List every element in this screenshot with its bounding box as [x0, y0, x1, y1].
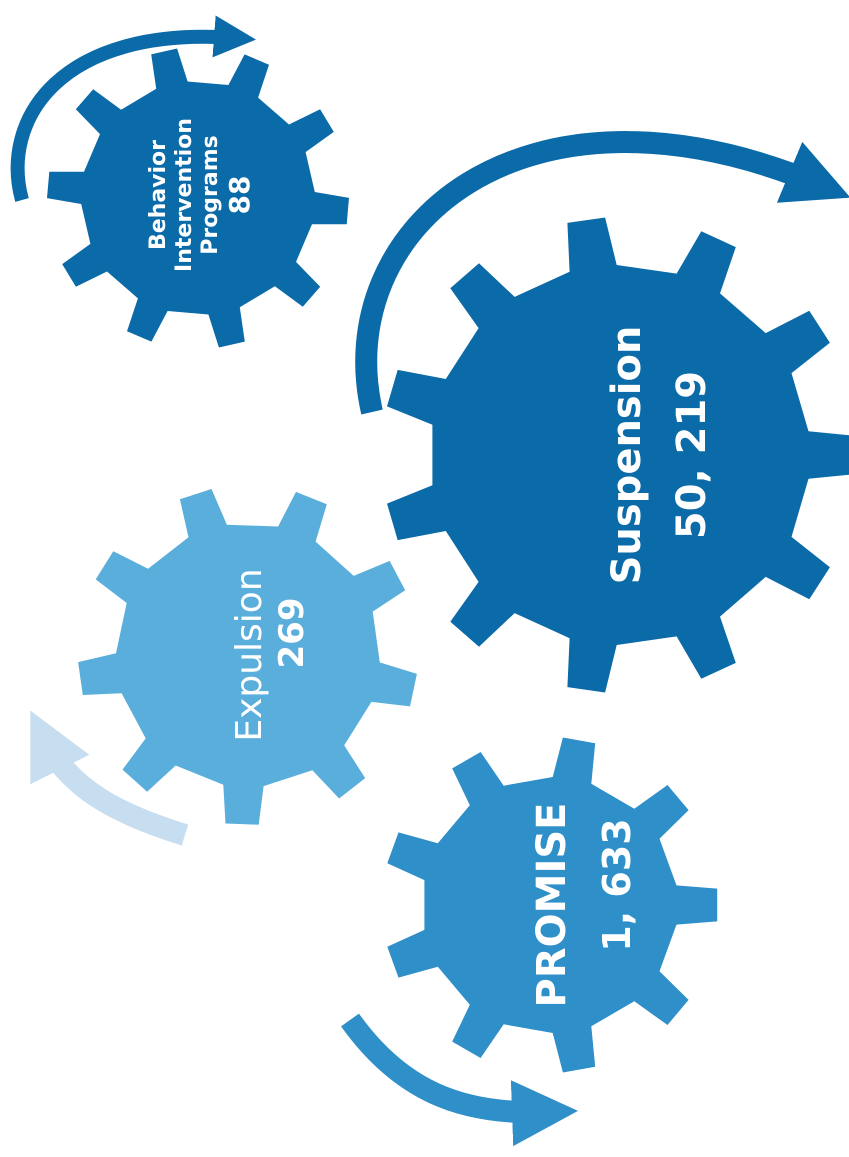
gear-suspension [387, 217, 849, 693]
gear-expulsion [78, 489, 417, 825]
gear-promise [387, 737, 718, 1073]
gear-behavior-intervention-programs [47, 48, 349, 348]
suspension-value: 50, 219 [669, 371, 715, 539]
behavior-label-line3: Programs [198, 135, 223, 255]
suspension-label: Suspension [604, 326, 650, 585]
promise-cycle-arrow [341, 1013, 578, 1147]
behavior-label-line2: Intervention [172, 118, 197, 272]
expulsion-cycle-arrow [30, 710, 189, 846]
behavior-cycle-arrow [10, 15, 256, 202]
suspension-cycle-arrow [355, 131, 849, 415]
expulsion-label: Expulsion [229, 568, 270, 741]
behavior-label-line1: Behavior [146, 140, 171, 250]
behavior-value: 88 [223, 176, 256, 215]
promise-label: PROMISE [529, 803, 575, 1008]
expulsion-value: 269 [272, 598, 312, 669]
promise-value: 1, 633 [595, 818, 639, 951]
